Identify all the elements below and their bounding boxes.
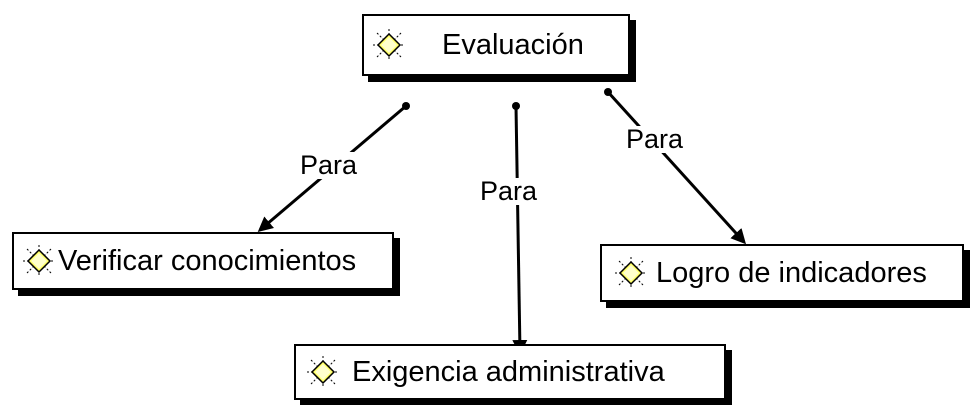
node-logro-de-indicadores[interactable]: Logro de indicadores — [600, 244, 964, 302]
link-exigencia-administrativa — [512, 105, 528, 355]
diamond-icon — [307, 356, 339, 388]
node-label: Evaluación — [442, 28, 584, 61]
node-exigencia-administrativa[interactable]: Exigencia administrativa — [294, 344, 726, 400]
node-label: Exigencia administrativa — [352, 355, 665, 388]
link-start-dot — [604, 88, 612, 96]
link-start-dot — [402, 102, 410, 110]
link-start-dot — [512, 102, 520, 110]
diamond-icon — [373, 29, 405, 61]
node-label: Verificar conocimientos — [58, 244, 357, 277]
diamond-icon — [615, 257, 647, 289]
link-label-exigencia: Para — [478, 176, 540, 206]
diamond-icon — [23, 245, 55, 277]
link-label-logro: Para — [624, 124, 686, 154]
node-evaluacion[interactable]: Evaluación — [362, 14, 630, 76]
node-label: Logro de indicadores — [656, 256, 927, 289]
link-label-verificar: Para — [298, 150, 360, 180]
link-logro-de-indicadores — [606, 90, 747, 245]
node-verificar-conocimientos[interactable]: Verificar conocimientos — [12, 232, 394, 290]
